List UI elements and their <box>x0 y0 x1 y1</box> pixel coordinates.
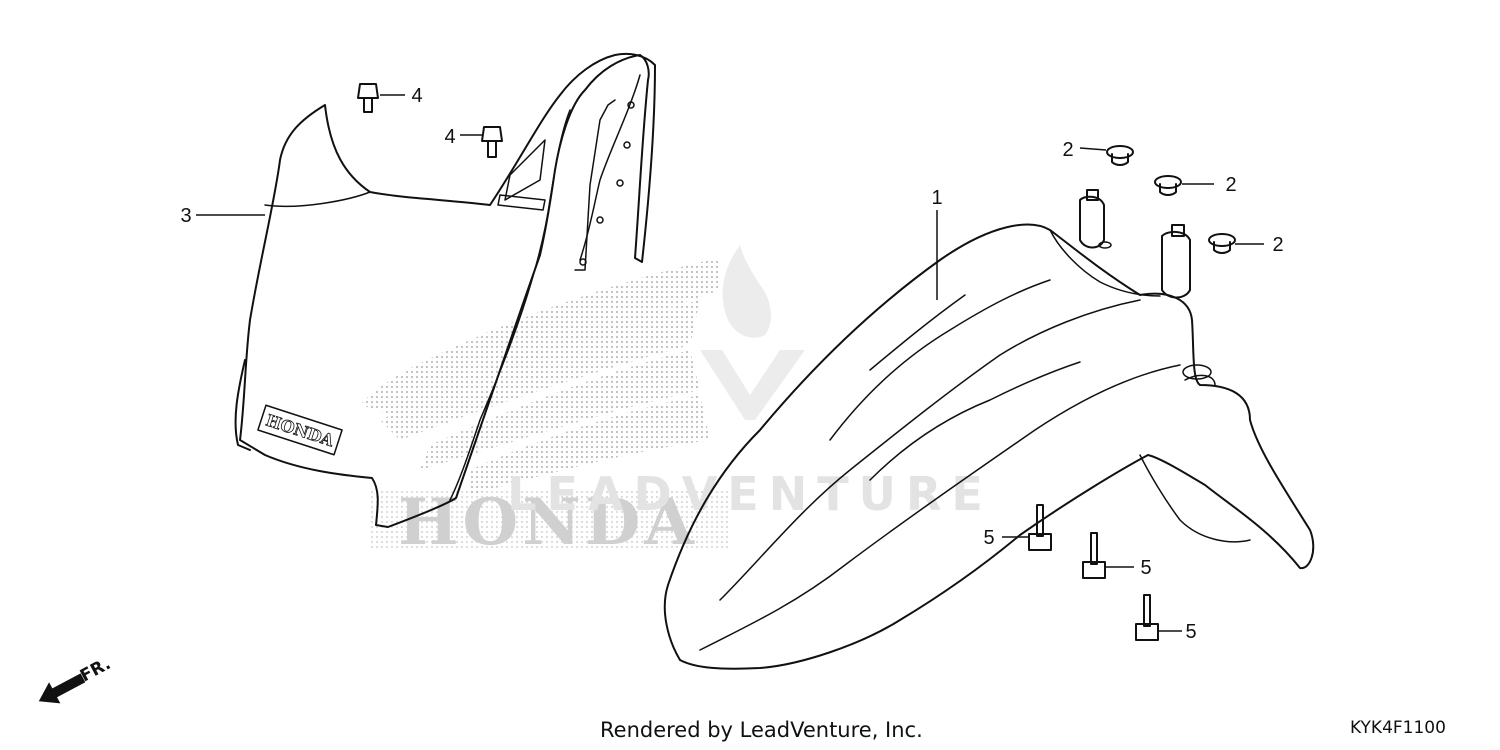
callout-1[interactable]: 1 <box>931 187 942 209</box>
leader-lines <box>196 94 1264 632</box>
callout-2b[interactable]: 2 <box>1225 174 1236 196</box>
grommet-part-b[interactable] <box>1154 175 1182 196</box>
callout-4b[interactable]: 4 <box>444 126 455 148</box>
front-fender-part[interactable] <box>663 189 1315 670</box>
callout-3[interactable]: 3 <box>180 205 191 227</box>
watermark-vendor-text: LEADVENTURE <box>507 467 993 521</box>
front-arrow-icon <box>38 673 86 704</box>
leadventure-watermark: LEADVENTURE <box>507 245 993 521</box>
grommet-part-c[interactable] <box>1208 233 1236 254</box>
callout-5b[interactable]: 5 <box>1140 557 1151 579</box>
diagram-code: KYK4F1100 <box>1350 718 1446 738</box>
bolt-part-5b[interactable] <box>1082 532 1106 579</box>
bolt-part-5a[interactable] <box>1028 504 1052 551</box>
callout-5c[interactable]: 5 <box>1185 621 1196 643</box>
callout-2c[interactable]: 2 <box>1272 234 1283 256</box>
bolt-part-4b[interactable] <box>481 126 503 158</box>
front-direction-indicator: FR. <box>38 654 114 704</box>
honda-wing-watermark: HONDA <box>360 258 730 560</box>
honda-plate-logo: HONDA <box>257 404 343 456</box>
number-plate-part[interactable]: HONDA <box>234 52 656 528</box>
bolt-part-4a[interactable] <box>357 83 379 113</box>
watermark-brand-text: HONDA <box>398 485 698 560</box>
callout-5a[interactable]: 5 <box>983 527 994 549</box>
render-credit: Rendered by LeadVenture, Inc. <box>600 718 923 742</box>
callout-4a[interactable]: 4 <box>411 85 422 107</box>
grommet-part-a[interactable] <box>1106 145 1134 166</box>
bolt-part-5c[interactable] <box>1135 594 1159 641</box>
callout-2a[interactable]: 2 <box>1062 139 1073 161</box>
